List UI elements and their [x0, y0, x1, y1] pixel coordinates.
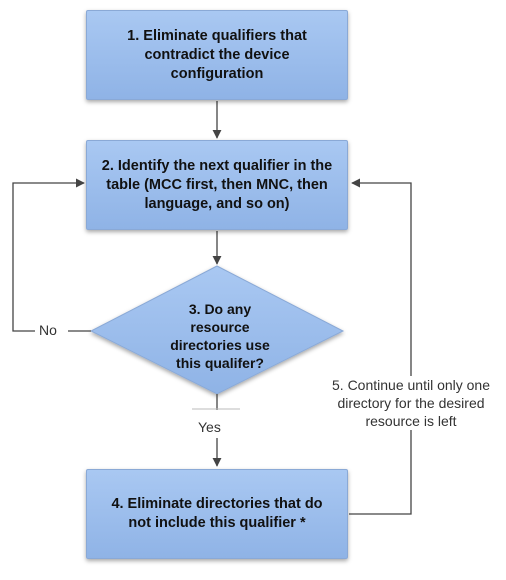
yes-label: Yes: [198, 418, 221, 436]
continue-loop-connector: [349, 178, 412, 515]
no-loop-connector-back: [12, 178, 85, 332]
step-4-text: 4. Eliminate directories that do not inc…: [111, 496, 323, 531]
step-1-box: 1. Eliminate qualifiers that contradict …: [86, 10, 348, 100]
no-label: No: [35, 321, 61, 339]
step-4-box: 4. Eliminate directories that do not inc…: [86, 469, 348, 559]
step-2-box: 2. Identify the next qualifier in the ta…: [86, 140, 348, 230]
step-5-annotation: 5. Continue until only one directory for…: [322, 376, 500, 430]
step-1-text: 1. Eliminate qualifiers that contradict …: [127, 27, 307, 82]
step-2-text: 2. Identify the next qualifier in the ta…: [101, 157, 333, 212]
decision-text: 3. Do any resource directories use this …: [170, 301, 270, 371]
